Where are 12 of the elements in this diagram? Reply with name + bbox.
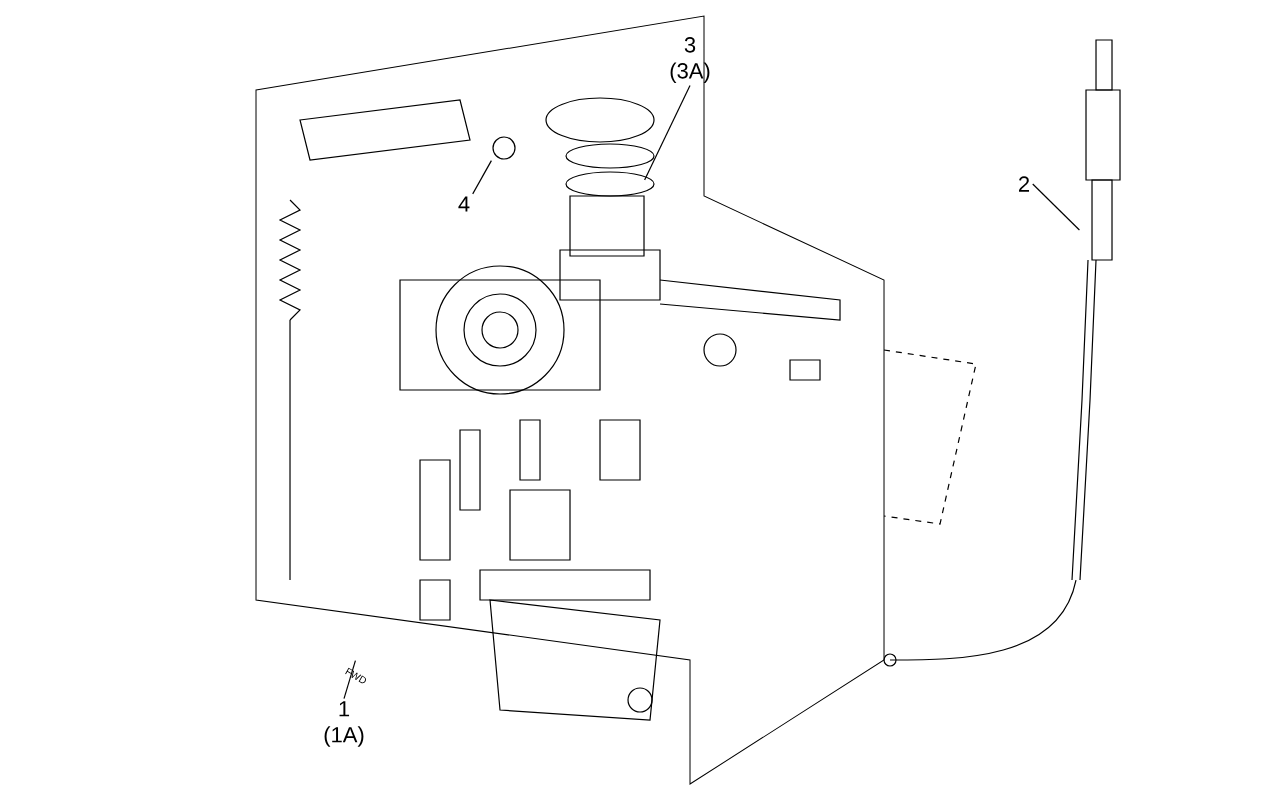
- callout-number: 4: [458, 196, 470, 212]
- cable-drawing: [883, 39, 1121, 667]
- leader-line: [1032, 183, 1080, 231]
- leader-line: [472, 160, 492, 195]
- leader-line: [343, 660, 356, 700]
- callout-number: 3 (3A): [670, 37, 710, 83]
- leader-line: [644, 84, 691, 181]
- callout-number: 2: [1019, 176, 1030, 192]
- chamber-drawing: [545, 97, 655, 257]
- carburetor-drawing: [255, 15, 885, 785]
- callout-number: 1 (1A): [324, 701, 364, 747]
- plug-drawing: [492, 136, 516, 160]
